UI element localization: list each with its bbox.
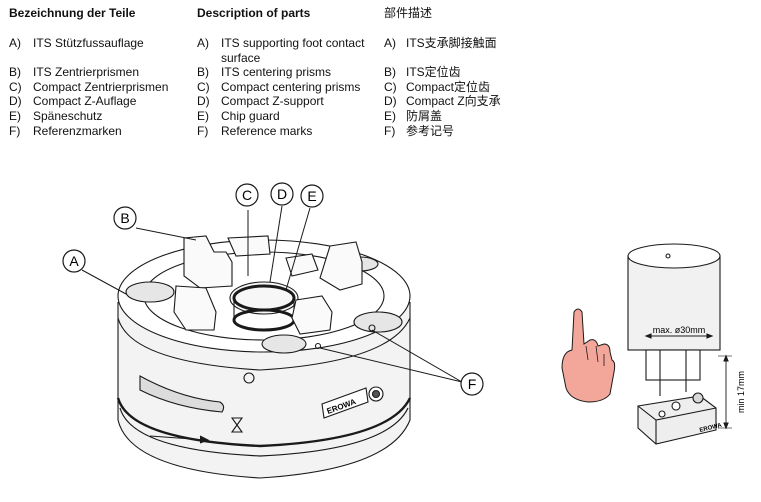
item-text: Späneschutz: [33, 108, 103, 123]
german-header: Bezeichnung der Teile: [9, 6, 136, 20]
item-letter: C): [9, 79, 22, 94]
item-text: ITS Stützfussauflage: [33, 36, 144, 50]
item-text: ITS Zentrierprismen: [33, 65, 140, 80]
item-letter: B): [197, 65, 209, 80]
warning-hand-icon: [561, 308, 616, 403]
german-item-e: E) Späneschutz: [9, 109, 189, 124]
item-letter: C): [197, 79, 210, 94]
chinese-column: 部件描述 A) ITS支承脚接触面 B) ITS定位齿 C) Compact定位齿 D…: [384, 6, 564, 138]
item-text: Compact Z-support: [221, 94, 324, 109]
item-text: Compact Z向支承: [406, 94, 501, 109]
item-letter: B): [384, 65, 396, 80]
callout-a-label: A: [69, 253, 79, 269]
item-text: Chip guard: [221, 108, 280, 123]
item-text: 防屑盖: [406, 108, 443, 123]
item-letter: F): [384, 123, 396, 138]
item-letter: D): [9, 94, 22, 109]
callout-e: E: [300, 184, 324, 208]
german-item-c: C) Compact Zentrierprismen: [9, 80, 189, 95]
english-item-b: B) ITS centering prisms: [197, 65, 377, 80]
item-text: Compact定位齿: [406, 79, 491, 94]
english-item-a: A) ITS supporting foot contact: [197, 36, 377, 51]
chinese-header: 部件描述: [384, 6, 433, 20]
item-text: Compact centering prisms: [221, 79, 361, 94]
callout-e-label: E: [307, 188, 316, 204]
chinese-item-b: B) ITS定位齿: [384, 65, 564, 80]
item-text: Compact Z-Auflage: [33, 94, 137, 109]
diameter-label: max. ø30mm: [653, 325, 706, 335]
callout-d-label: D: [277, 186, 287, 202]
english-item-c: C) Compact centering prisms: [197, 80, 377, 95]
callout-c: C: [235, 183, 259, 207]
callout-b-label: B: [120, 210, 129, 226]
item-letter: D): [384, 94, 397, 109]
leader-lines: [81, 205, 463, 383]
item-letter: C): [384, 79, 397, 94]
item-text: ITS定位齿: [406, 65, 461, 80]
callout-f: F: [460, 372, 484, 396]
chinese-item-f: F) 参考记号: [384, 124, 564, 139]
english-header: Description of parts: [197, 6, 311, 20]
german-item-b: B) ITS Zentrierprismen: [9, 65, 189, 80]
english-item-a-cont: surface: [197, 51, 377, 66]
english-item-e: E) Chip guard: [197, 109, 377, 124]
chinese-item-a: A) ITS支承脚接触面: [384, 36, 564, 51]
callout-a: A: [62, 249, 86, 273]
chinese-item-e: E) 防屑盖: [384, 109, 564, 124]
item-text: ITS支承脚接触面: [406, 36, 497, 50]
callout-d: D: [270, 182, 294, 206]
german-item-d: D) Compact Z-Auflage: [9, 94, 189, 109]
item-letter: F): [9, 123, 21, 138]
workpiece-brand-text: EROWA: [699, 422, 723, 433]
item-text: Reference marks: [221, 123, 313, 138]
item-letter: A): [197, 36, 209, 50]
centering-prisms: [173, 235, 363, 335]
german-column: Bezeichnung der Teile A) ITS Stützfussauf…: [9, 6, 189, 138]
item-text: Referenzmarken: [33, 123, 122, 138]
item-letter: B): [9, 65, 21, 80]
item-letter: D): [197, 94, 210, 109]
item-text: ITS supporting foot contact: [221, 36, 365, 50]
item-letter: E): [384, 108, 396, 123]
workpiece-diagram: [627, 243, 732, 445]
item-text: ITS centering prisms: [221, 65, 332, 80]
item-text-continued: surface: [221, 50, 261, 65]
callout-f-label: F: [468, 376, 477, 392]
german-item-a: A) ITS Stützfussauflage: [9, 36, 189, 51]
item-letter: F): [197, 123, 209, 138]
item-text: 参考记号: [406, 123, 455, 138]
english-item-d: D) Compact Z-support: [197, 94, 377, 109]
item-letter: A): [9, 36, 21, 50]
height-label: min 17mm: [736, 371, 746, 413]
callout-b: B: [113, 206, 137, 230]
brand-plate: [321, 386, 384, 419]
item-letter: A): [384, 36, 396, 50]
chinese-item-d: D) Compact Z向支承: [384, 94, 564, 109]
item-letter: E): [197, 108, 209, 123]
callout-c-label: C: [242, 187, 252, 203]
german-item-f: F) Referenzmarken: [9, 124, 189, 139]
chinese-item-c: C) Compact定位齿: [384, 80, 564, 95]
english-item-f: F) Reference marks: [197, 124, 377, 139]
english-column: Description of parts A) ITS supporting fo…: [197, 6, 377, 138]
item-text: Compact Zentrierprismen: [33, 79, 169, 94]
item-letter: E): [9, 108, 21, 123]
